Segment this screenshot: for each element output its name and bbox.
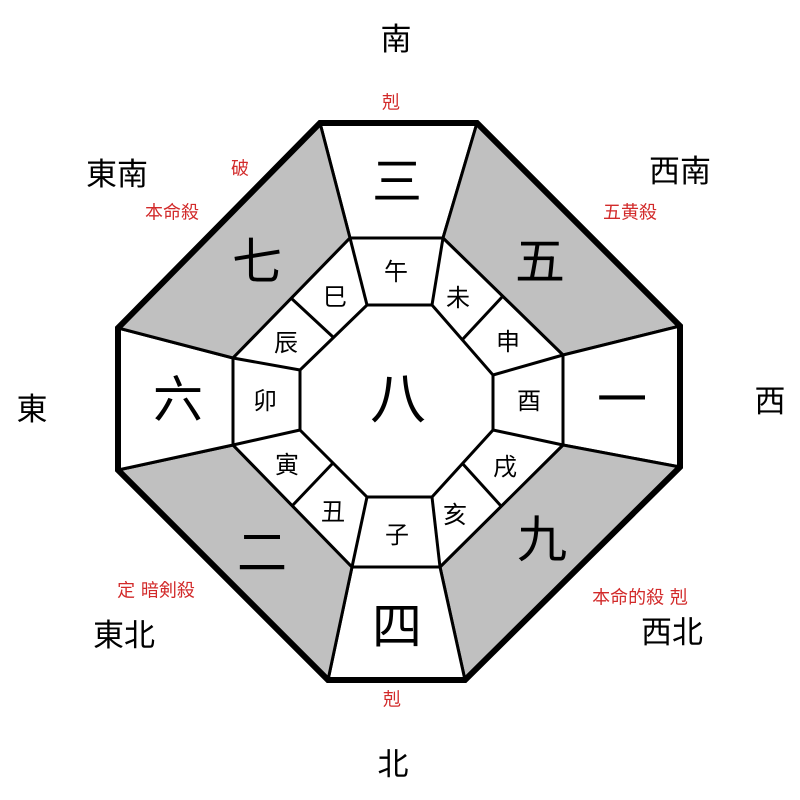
zodiac-dividers [232,237,564,568]
annotation-northwest: 本命的殺 剋 [592,588,688,609]
direction-west: 西 [755,384,786,420]
number-east: 六 [153,371,203,429]
zodiac-shen: 申 [496,328,520,356]
number-southeast: 七 [232,233,282,291]
direction-northwest: 西北 [641,615,703,651]
zodiac-wei: 未 [446,284,470,312]
zodiac-xu: 戌 [493,453,517,481]
center-octagon [298,303,495,499]
direction-southeast: 東南 [86,157,148,193]
annotation-northeast: 定 暗剣殺 [117,581,195,602]
direction-northeast: 東北 [93,618,155,654]
direction-east: 東 [17,392,48,428]
number-center: 八 [370,368,426,433]
zodiac-zi: 子 [385,521,409,549]
annotation-southeast-2: 本命殺 [145,203,199,224]
number-northwest: 九 [517,511,567,569]
zodiac-you: 酉 [517,387,541,415]
direction-south: 南 [381,22,412,58]
number-north: 四 [372,598,422,656]
annotation-south: 剋 [382,93,400,114]
number-west: 一 [597,371,647,429]
outer-border [115,120,683,683]
zodiac-si: 巳 [323,283,347,311]
number-south: 三 [372,153,422,211]
annotation-southeast-1: 破 [231,159,249,180]
zodiac-chen: 辰 [274,329,298,357]
annotation-southwest: 五黄殺 [603,203,657,224]
zodiac-hai: 亥 [443,501,467,529]
direction-southwest: 西南 [649,154,711,190]
direction-north: 北 [378,747,409,783]
zodiac-mao: 卯 [253,387,277,415]
number-northeast: 二 [237,524,287,582]
zodiac-wu: 午 [384,258,408,286]
zodiac-chou: 丑 [321,498,345,526]
zodiac-yin: 寅 [275,451,299,479]
number-southwest: 五 [515,233,565,291]
annotation-north: 剋 [383,690,401,711]
